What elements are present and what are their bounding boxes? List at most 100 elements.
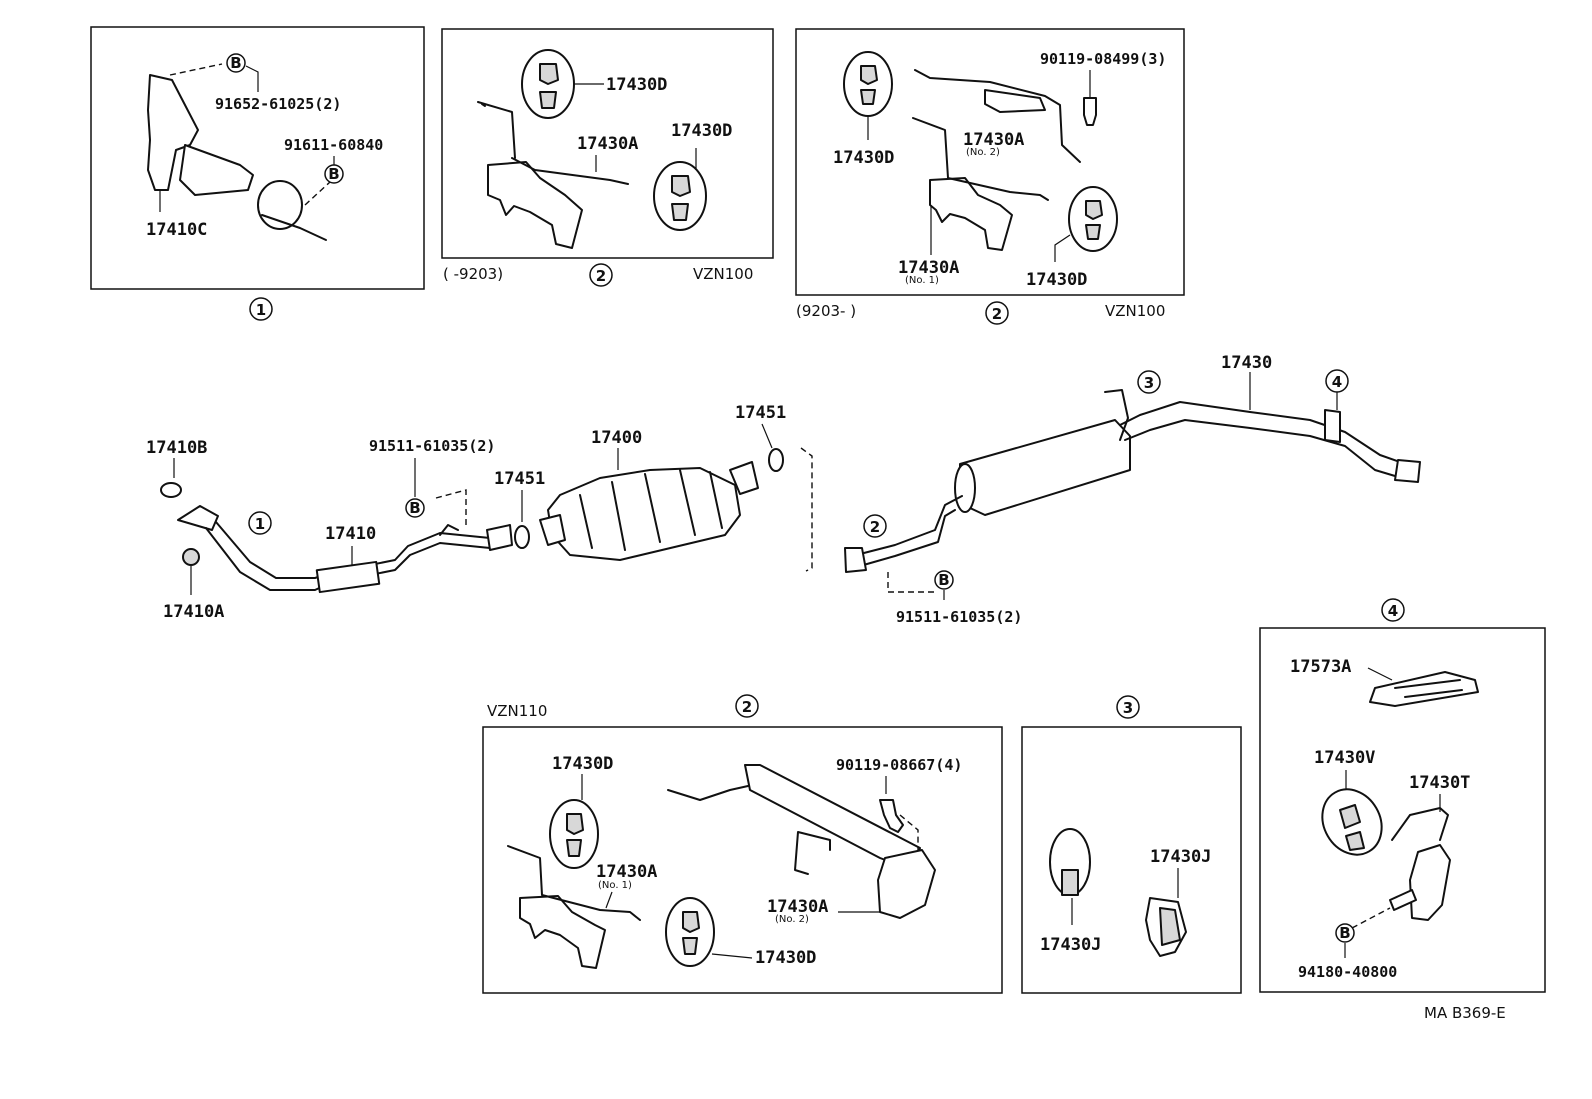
panel-2-vzn100-early: 17430D 17430A 17430D ( -9203) VZN100 <box>441 28 774 283</box>
callout-2-b: 2 <box>985 301 1009 325</box>
gasket <box>160 482 182 498</box>
pipe-heat-shield <box>315 560 381 594</box>
diagram-id: MA B369-E <box>1424 1004 1506 1022</box>
svg-text:2: 2 <box>870 518 880 536</box>
part-label: 17410A <box>163 602 224 622</box>
part-label: 17430D <box>671 121 732 141</box>
part-label: 17430T <box>1409 773 1470 793</box>
tail-pipe <box>1394 459 1421 483</box>
svg-text:B: B <box>230 54 241 72</box>
callout-1-main: 1 <box>248 511 272 535</box>
part-label: 17430 <box>1221 353 1272 373</box>
svg-text:1: 1 <box>255 515 265 533</box>
part-label: 17430A <box>577 134 638 154</box>
svg-text:4: 4 <box>1332 373 1342 391</box>
badge-b-5: B <box>1335 923 1355 943</box>
panel-3: 17430J 17430J <box>1021 726 1242 994</box>
catalytic-converter <box>547 467 741 561</box>
part-label: 17410B <box>146 438 207 458</box>
part-label: 90119-08667(4) <box>836 756 962 774</box>
bolt-icon <box>879 799 904 833</box>
svg-text:B: B <box>938 571 949 589</box>
date-range: (9203- ) <box>796 302 856 320</box>
svg-text:2: 2 <box>742 698 752 716</box>
muffler <box>959 419 1131 516</box>
part-label: 17430A <box>963 130 1024 150</box>
hanger-bracket <box>877 849 936 919</box>
callout-2-main: 2 <box>863 514 887 538</box>
hanger-bracket <box>519 895 606 969</box>
part-label: 17430J <box>1040 935 1101 955</box>
badge-b-4: B <box>934 570 954 590</box>
bracket-part <box>147 74 199 191</box>
sub-label: (No. 2) <box>775 914 809 925</box>
badge-b-1: B <box>226 53 246 73</box>
callout-2-c: 2 <box>735 694 759 718</box>
bolt-icon <box>1389 889 1417 911</box>
part-label: 17430D <box>606 75 667 95</box>
pipe-flange <box>844 547 867 573</box>
part-label: 17430D <box>755 948 816 968</box>
svg-text:B: B <box>409 499 420 517</box>
gasket <box>514 525 530 549</box>
part-label: 17430A <box>767 897 828 917</box>
part-label: 17451 <box>735 403 786 423</box>
callout-2-a: 2 <box>589 263 613 287</box>
part-label: 17451 <box>494 469 545 489</box>
pipe-flange <box>177 505 219 531</box>
part-label: 91611-60840 <box>284 136 383 154</box>
panel-2-vzn110: VZN110 17430D 17430A (No. 1) 17430D 9011… <box>482 702 1003 994</box>
sub-label: (No. 2) <box>966 147 1000 158</box>
callout-3-box: 3 <box>1116 695 1140 719</box>
part-label: 94180-40800 <box>1298 963 1397 981</box>
svg-text:2: 2 <box>596 267 606 285</box>
svg-text:3: 3 <box>1144 374 1154 392</box>
panel-2-vzn100-late: 17430D 90119-08499(3) 17430A (No. 2) 174… <box>795 28 1185 320</box>
model-code: VZN110 <box>487 702 547 720</box>
part-label: 17430A <box>898 258 959 278</box>
callout-4-box: 4 <box>1381 598 1405 622</box>
bracket-plate <box>179 144 254 196</box>
badge-b-2: B <box>324 164 344 184</box>
part-label: 17400 <box>591 428 642 448</box>
hanger-bracket <box>984 89 1046 113</box>
part-label: 17430D <box>552 754 613 774</box>
gasket <box>768 448 784 472</box>
svg-text:3: 3 <box>1123 699 1133 717</box>
nut-icon <box>182 548 200 566</box>
sub-label: (No. 1) <box>598 880 632 891</box>
svg-text:B: B <box>1339 924 1350 942</box>
badge-b-3: B <box>405 498 425 518</box>
muffler-end <box>954 463 976 513</box>
callout-3-main: 3 <box>1137 370 1161 394</box>
svg-text:B: B <box>328 165 339 183</box>
model-code: VZN100 <box>693 265 753 283</box>
pipe-clamp <box>1324 409 1341 443</box>
main-exhaust-assembly: 17410B 17410A 1 17410 91511-61035(2) B 1… <box>146 353 1421 626</box>
part-label: 91511-61035(2) <box>896 608 1022 626</box>
svg-text:4: 4 <box>1388 602 1398 620</box>
part-label: 17410 <box>325 524 376 544</box>
part-label: 91652-61025(2) <box>215 95 341 113</box>
part-label: 90119-08499(3) <box>1040 50 1166 68</box>
part-label: 91511-61035(2) <box>369 437 495 455</box>
part-label: 17430V <box>1314 748 1375 768</box>
hanger-bracket <box>1409 844 1451 921</box>
part-label: 17430A <box>596 862 657 882</box>
bolt-icon <box>1083 97 1097 126</box>
date-range: ( -9203) <box>443 265 503 283</box>
callout-4-main: 4 <box>1325 369 1349 393</box>
part-label: 17430J <box>1150 847 1211 867</box>
svg-text:2: 2 <box>992 305 1002 323</box>
part-label: 17430D <box>833 148 894 168</box>
sub-label: (No. 1) <box>905 275 939 286</box>
hanger-bracket <box>929 177 1013 251</box>
model-code: VZN100 <box>1105 302 1165 320</box>
part-label: 17573A <box>1290 657 1351 677</box>
part-label: 17410C <box>146 220 207 240</box>
panel-4: 17573A 17430V 17430T B 94180-40800 <box>1259 627 1546 993</box>
part-label: 17430D <box>1026 270 1087 290</box>
panel-1-bracket: B B 91652-61025(2) 91611-60840 17410C <box>90 26 425 290</box>
svg-text:1: 1 <box>256 301 266 319</box>
